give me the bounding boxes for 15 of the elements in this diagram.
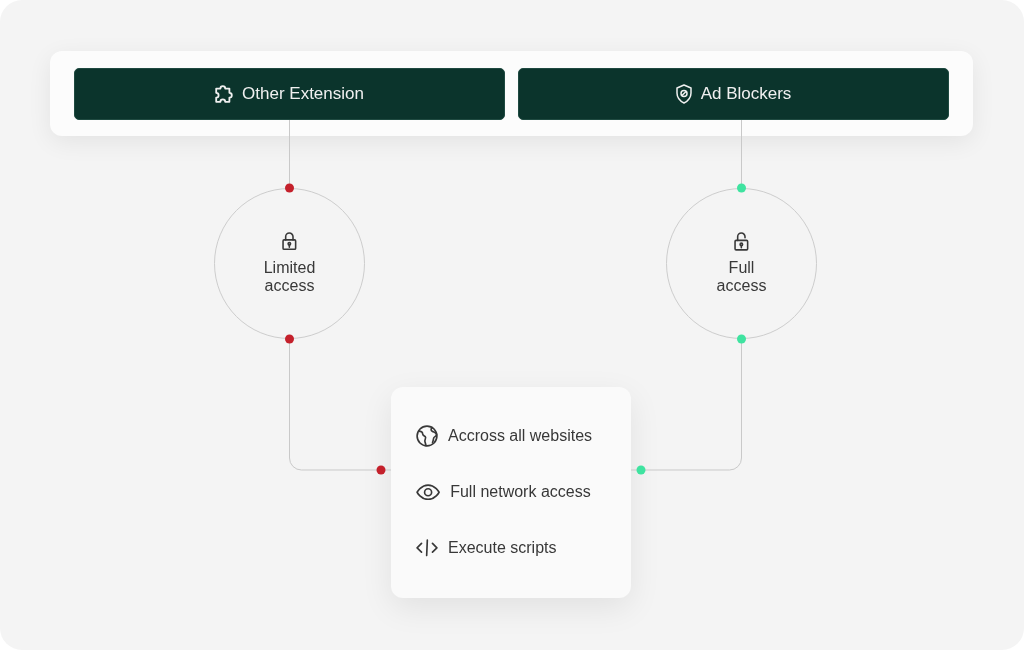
category-label: Ad Blockers — [700, 84, 792, 104]
connector-line — [285, 334, 392, 475]
permissions-card — [391, 387, 631, 598]
access-label: Full access — [715, 259, 768, 295]
permission-label: Full network access — [450, 483, 591, 501]
access-label: Limited access — [262, 258, 317, 295]
permission-label: Execute scripts — [448, 539, 557, 557]
connector-line — [737, 119, 746, 193]
category-label: Other Extension — [242, 84, 364, 104]
category-bar — [518, 68, 949, 120]
permission-label: Accross all websites — [448, 427, 593, 445]
connector-line — [630, 334, 746, 475]
category-bar — [74, 68, 505, 120]
connector-line — [285, 119, 294, 193]
top-panel — [50, 51, 973, 136]
